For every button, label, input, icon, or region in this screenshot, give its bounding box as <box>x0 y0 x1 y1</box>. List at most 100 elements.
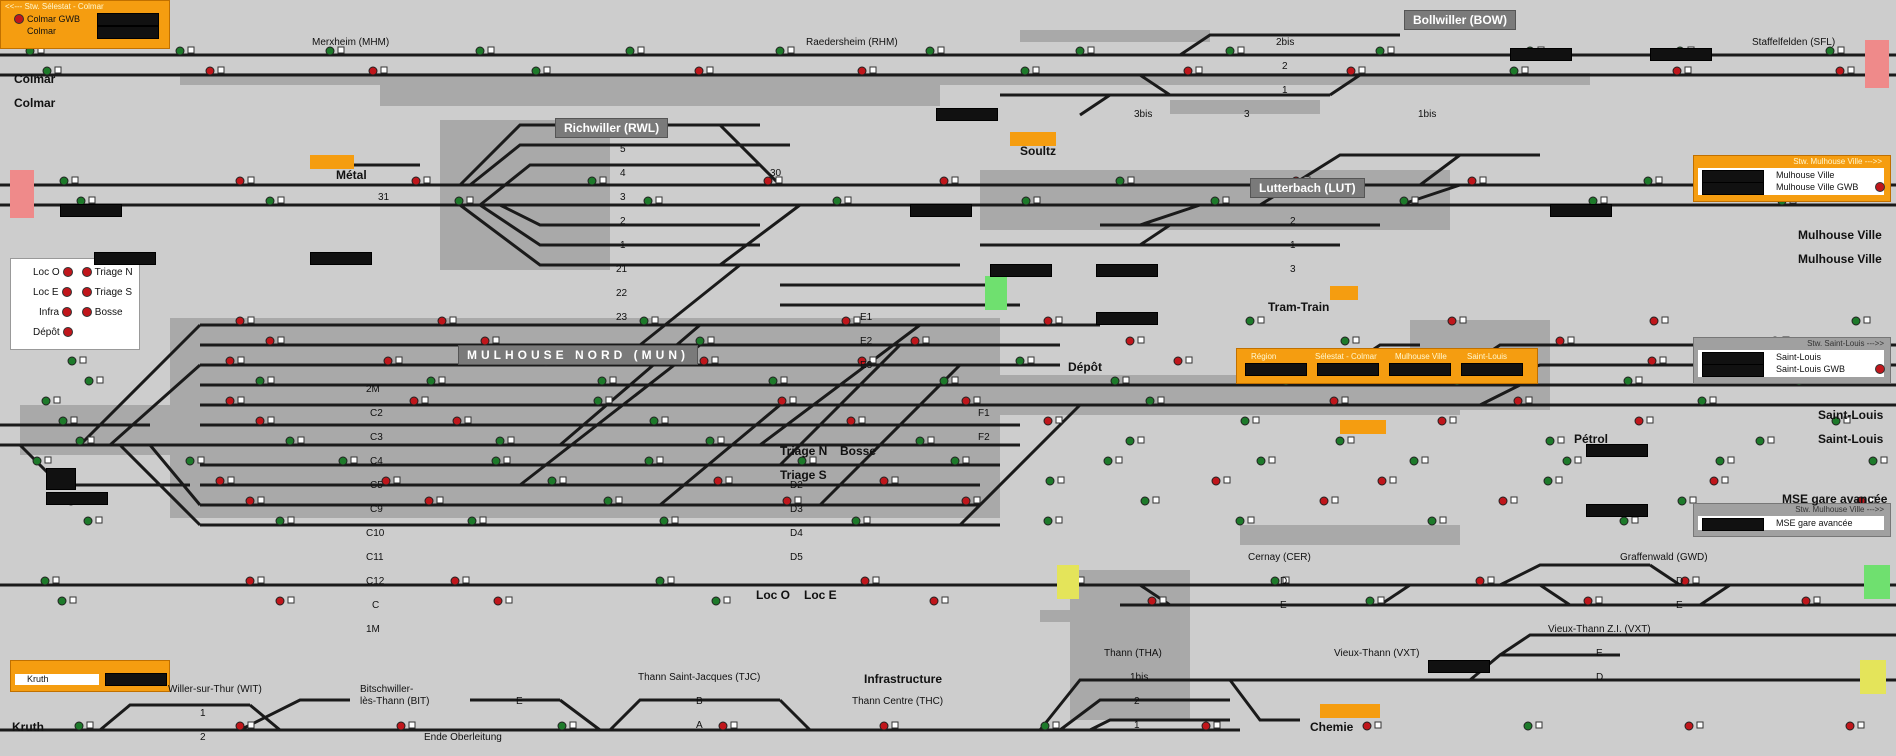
route-button-icon[interactable] <box>297 436 305 444</box>
signal-icon[interactable] <box>659 516 669 526</box>
signal-icon[interactable] <box>235 721 245 731</box>
route-button-icon[interactable] <box>973 496 981 504</box>
signal-icon[interactable] <box>75 436 85 446</box>
route-button-icon[interactable] <box>655 196 663 204</box>
route-button-icon[interactable] <box>951 376 959 384</box>
signal-icon[interactable] <box>718 721 728 731</box>
signal-icon[interactable] <box>695 336 705 346</box>
station-soultz[interactable]: Soultz <box>1020 144 1056 158</box>
route-button-icon[interactable] <box>1159 596 1167 604</box>
route-button-icon[interactable] <box>449 316 457 324</box>
mse-panel[interactable]: Stw. Mulhouse Ville --->> MSE gare avanc… <box>1693 503 1891 537</box>
route-button-icon[interactable] <box>393 476 401 484</box>
route-button-icon[interactable] <box>287 516 295 524</box>
signal-icon[interactable] <box>452 416 462 426</box>
signal-icon[interactable] <box>655 576 665 586</box>
route-button-icon[interactable] <box>466 196 474 204</box>
route-button-icon[interactable] <box>858 416 866 424</box>
signal-icon[interactable] <box>1623 376 1633 386</box>
station-saint-louis[interactable]: Saint-Louis <box>1818 432 1884 446</box>
route-button-icon[interactable] <box>1268 456 1276 464</box>
route-button-icon[interactable] <box>569 721 577 729</box>
route-button-icon[interactable] <box>1557 436 1565 444</box>
station-mse[interactable]: MSE gare avancée <box>1782 492 1888 506</box>
signal-icon[interactable] <box>531 66 541 76</box>
route-button-icon[interactable] <box>277 196 285 204</box>
signal-icon[interactable] <box>1447 316 1457 326</box>
signal-icon[interactable] <box>557 721 567 731</box>
route-button-icon[interactable] <box>1032 66 1040 74</box>
signal-icon[interactable] <box>1183 66 1193 76</box>
route-button-icon[interactable] <box>69 596 77 604</box>
signal-icon[interactable] <box>275 516 285 526</box>
signal-icon[interactable] <box>450 576 460 586</box>
route-button-icon[interactable] <box>1137 336 1145 344</box>
signal-icon[interactable] <box>694 66 704 76</box>
signal-icon[interactable] <box>491 456 501 466</box>
signal-icon[interactable] <box>763 176 773 186</box>
signal-icon[interactable] <box>495 436 505 446</box>
route-button-icon[interactable] <box>88 196 96 204</box>
route-button-icon[interactable] <box>941 596 949 604</box>
route-button-icon[interactable] <box>462 576 470 584</box>
signal-icon[interactable] <box>409 396 419 406</box>
signal-icon[interactable] <box>1672 66 1682 76</box>
route-button-icon[interactable] <box>1479 176 1487 184</box>
signal-icon[interactable] <box>1427 516 1437 526</box>
signal-icon[interactable] <box>1340 336 1350 346</box>
route-button-icon[interactable] <box>787 46 795 54</box>
signal-icon[interactable] <box>1240 416 1250 426</box>
signal-icon[interactable] <box>40 576 50 586</box>
signal-icon[interactable] <box>1467 176 1477 186</box>
signal-icon[interactable] <box>939 376 949 386</box>
route-button-icon[interactable] <box>1352 336 1360 344</box>
signal-icon[interactable] <box>265 196 275 206</box>
route-button-icon[interactable] <box>408 721 416 729</box>
lutterbach-box[interactable]: Lutterbach (LUT) <box>1250 178 1365 198</box>
signal-icon[interactable] <box>1562 456 1572 466</box>
signal-icon[interactable] <box>1103 456 1113 466</box>
route-button-icon[interactable] <box>1555 476 1563 484</box>
route-button-icon[interactable] <box>1837 46 1845 54</box>
station-mulhouse-ville[interactable]: Mulhouse Ville <box>1798 252 1882 266</box>
route-button-icon[interactable] <box>421 396 429 404</box>
signal-icon[interactable] <box>782 496 792 506</box>
signal-icon[interactable] <box>1709 476 1719 486</box>
signal-icon[interactable] <box>1110 376 1120 386</box>
station-triage-n[interactable]: Triage N <box>780 444 828 458</box>
signal-icon[interactable] <box>1619 516 1629 526</box>
route-button-icon[interactable] <box>1387 46 1395 54</box>
route-button-icon[interactable] <box>651 316 659 324</box>
signal-icon[interactable] <box>797 456 807 466</box>
signal-icon[interactable] <box>67 356 77 366</box>
route-button-icon[interactable] <box>53 396 61 404</box>
signal-icon[interactable] <box>1649 316 1659 326</box>
route-button-icon[interactable] <box>380 66 388 74</box>
signal-icon[interactable] <box>644 456 654 466</box>
route-button-icon[interactable] <box>436 496 444 504</box>
route-button-icon[interactable] <box>1115 456 1123 464</box>
signal-icon[interactable] <box>777 396 787 406</box>
station-colmar[interactable]: Colmar <box>14 72 56 86</box>
signal-icon[interactable] <box>1835 66 1845 76</box>
signal-icon[interactable] <box>1555 336 1565 346</box>
route-button-icon[interactable] <box>1459 316 1467 324</box>
station-metal[interactable]: Métal <box>336 168 367 182</box>
route-button-icon[interactable] <box>1631 516 1639 524</box>
route-button-icon[interactable] <box>775 176 783 184</box>
route-button-icon[interactable] <box>1655 176 1663 184</box>
signal-icon[interactable] <box>225 356 235 366</box>
route-button-icon[interactable] <box>1374 721 1382 729</box>
route-button-icon[interactable] <box>951 176 959 184</box>
route-button-icon[interactable] <box>287 596 295 604</box>
signal-icon[interactable] <box>255 376 265 386</box>
route-button-icon[interactable] <box>1127 176 1135 184</box>
route-button-icon[interactable] <box>247 176 255 184</box>
route-button-icon[interactable] <box>247 316 255 324</box>
route-button-icon[interactable] <box>707 336 715 344</box>
station-kruth[interactable]: Kruth <box>12 720 44 734</box>
signal-icon[interactable] <box>275 596 285 606</box>
route-button-icon[interactable] <box>1449 416 1457 424</box>
signal-icon[interactable] <box>1634 416 1644 426</box>
signal-icon[interactable] <box>1545 436 1555 446</box>
